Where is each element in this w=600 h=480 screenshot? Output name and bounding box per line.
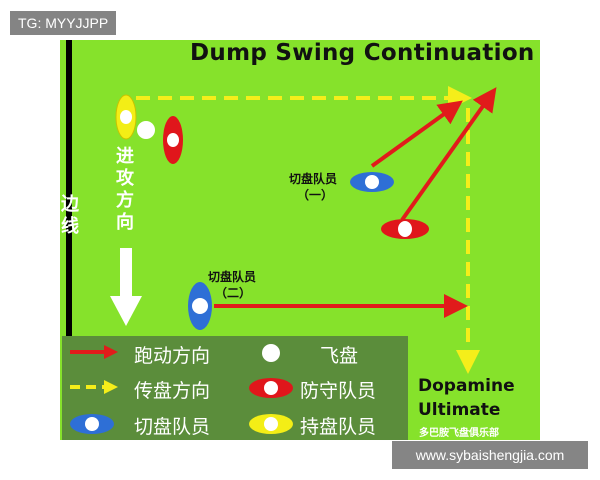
sideline-label: 边 线 <box>61 194 79 237</box>
brand-subtitle: 多巴胺飞盘俱乐部 <box>419 428 499 439</box>
watermark-bottom: www.sybaishengjia.com <box>392 441 588 469</box>
attack-direction-arrow <box>110 248 142 326</box>
disc <box>137 121 155 139</box>
cutter-two-label: 切盘队员 <box>208 270 257 284</box>
legend-cutter-label: 切盘队员 <box>134 416 211 438</box>
sideline <box>66 40 72 336</box>
legend-pass-direction-label: 传盘方向 <box>134 380 211 402</box>
legend-pass-arrow-icon <box>70 380 118 394</box>
cutter-one <box>350 172 394 192</box>
legend-run-direction-label: 跑动方向 <box>134 345 211 367</box>
legend-handler-icon <box>249 414 293 434</box>
cutter-one-label: 切盘队员 <box>289 172 338 186</box>
legend-defender-icon <box>249 378 293 398</box>
legend-defender-label: 防守队员 <box>300 380 377 402</box>
legend-disc-label: 飞盘 <box>320 345 359 367</box>
legend: 跑动方向 飞盘 传盘方向 防守队员 切盘队员 持盘队员 <box>62 336 408 440</box>
cutter-two <box>188 282 212 330</box>
cutter-two-index: （二） <box>215 286 252 300</box>
run-arrow-cutter-one <box>370 100 463 168</box>
legend-disc-icon <box>262 344 280 362</box>
attack-direction-label: 进 攻 方 向 <box>116 146 134 233</box>
legend-handler-label: 持盘队员 <box>300 416 377 438</box>
defender-cutter-one <box>381 219 429 239</box>
handler-player <box>115 94 137 140</box>
defender-mark <box>163 116 183 164</box>
diagram-title: Dump Swing Continuation <box>190 40 535 66</box>
cutter-one-index: （一） <box>297 188 334 202</box>
brand-line-1: Dopamine <box>418 376 515 396</box>
brand-line-2: Ultimate <box>418 400 501 420</box>
legend-cutter-icon <box>70 414 114 434</box>
watermark-top: TG: MYYJJPP <box>10 11 117 35</box>
run-arrow-defender <box>400 87 497 222</box>
legend-run-arrow-icon <box>70 345 118 359</box>
